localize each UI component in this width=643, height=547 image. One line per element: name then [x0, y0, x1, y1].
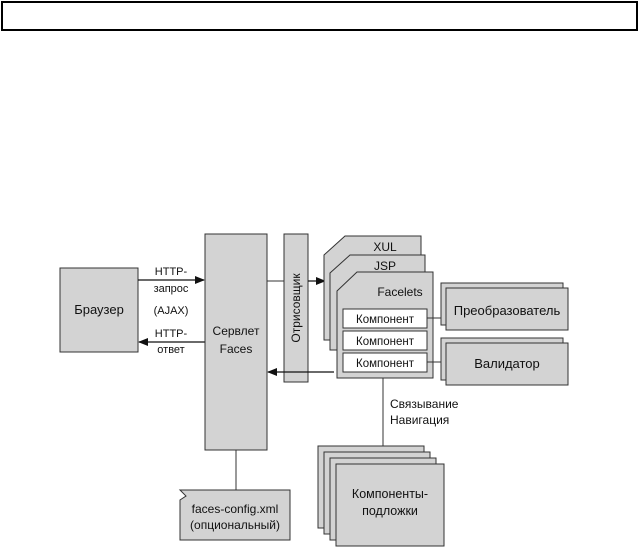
- converter-box: Преобразователь: [440, 282, 569, 331]
- renderer-label: Отрисовщик: [289, 273, 303, 343]
- http-request-label-2: запрос: [154, 283, 189, 295]
- servlet-label-2: Faces: [220, 342, 253, 356]
- component-1: Компонент: [342, 308, 428, 329]
- header-bar: [1, 1, 638, 31]
- page-jsp-label: JSP: [374, 259, 396, 273]
- binding-label-1: Связывание: [390, 397, 459, 411]
- component-2-label: Компонент: [356, 336, 415, 348]
- renderer-box: Отрисовщик: [283, 233, 309, 383]
- http-response-label-1: HTTP-: [155, 328, 188, 340]
- browser-label: Браузер: [74, 302, 124, 317]
- component-3: Компонент: [342, 352, 428, 373]
- validator-box: Валидатор: [440, 337, 569, 386]
- converter-label: Преобразователь: [454, 303, 561, 318]
- validator-label: Валидатор: [474, 356, 540, 371]
- component-3-label: Компонент: [356, 358, 415, 370]
- binding-label-2: Навигация: [390, 413, 449, 427]
- config-label-1: faces-config.xml: [192, 502, 279, 516]
- backing-beans-stack: Компоненты- подложки: [317, 445, 445, 547]
- servlet-label-1: Сервлет: [213, 324, 260, 338]
- faces-config-document: faces-config.xml (опциональный): [178, 489, 291, 541]
- http-response-label-2: ответ: [157, 344, 184, 356]
- config-label-2: (опциональный): [190, 518, 280, 532]
- backing-label-1: Компоненты-: [352, 487, 428, 501]
- component-1-label: Компонент: [356, 314, 415, 326]
- backing-label-2: подложки: [362, 504, 418, 518]
- http-request-label-1: HTTP-: [155, 266, 188, 278]
- component-2: Компонент: [342, 330, 428, 351]
- ajax-label: (AJAX): [154, 305, 189, 317]
- page-facelets-label: Facelets: [377, 285, 422, 299]
- page-xul-label: XUL: [373, 240, 397, 254]
- browser-box: Браузер: [59, 267, 139, 353]
- faces-servlet-box: Сервлет Faces: [204, 233, 268, 451]
